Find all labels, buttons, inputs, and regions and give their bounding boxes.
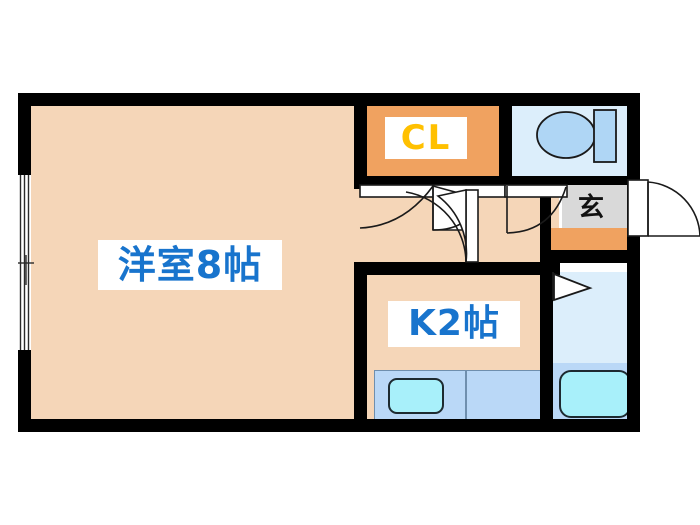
wall-left-lower	[18, 350, 31, 432]
wall-kitchen-divider	[354, 262, 560, 275]
wall-main-right-upper	[354, 93, 367, 189]
toilet-door-icon	[504, 184, 568, 234]
wall-bottom-outer	[18, 419, 640, 432]
wall-main-right-lower	[354, 262, 367, 432]
entrance-step	[548, 228, 639, 252]
wall-entrance-bottom	[540, 250, 640, 263]
balcony-window-icon	[18, 175, 34, 350]
closet-folding-doors-icon	[359, 184, 506, 231]
wall-left-upper	[18, 93, 31, 175]
bathtub	[559, 370, 631, 418]
front-door-icon	[627, 179, 700, 237]
wall-closet-toilet	[499, 93, 512, 189]
wall-top-outer	[18, 93, 640, 106]
toilet-bowl-icon	[536, 111, 596, 159]
wall-kitchen-bath	[540, 262, 553, 432]
room-entry-door-icon	[405, 189, 479, 263]
label-main-room: 洋室8帖	[98, 240, 282, 290]
toilet-tank-icon	[593, 109, 617, 163]
label-entrance: 玄	[577, 193, 604, 223]
kitchen-sink	[388, 378, 444, 414]
wall-entrance-left	[540, 184, 551, 275]
bath-door-icon	[552, 272, 593, 302]
label-closet: CL	[385, 117, 467, 159]
label-kitchen: K2帖	[388, 301, 520, 347]
wall-toilet-bottom	[505, 176, 640, 185]
kitchen-counter-right	[466, 370, 552, 425]
wall-closet-bottom	[360, 176, 505, 185]
